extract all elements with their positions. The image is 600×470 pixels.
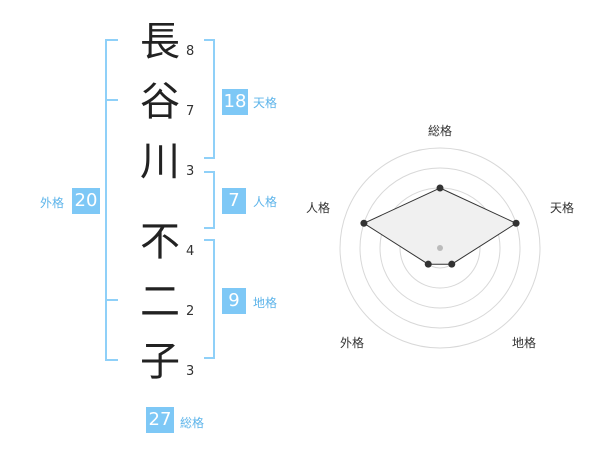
name-char-1: 長 [140, 19, 180, 65]
stroke-count-4: 4 [186, 244, 195, 259]
stroke-count-2: 7 [186, 104, 195, 119]
stroke-count-5: 2 [186, 304, 195, 319]
radar-polygon [362, 187, 518, 265]
gaikaku-label: 外格 [40, 196, 65, 210]
radar-axis-label-gaikaku: 外格 [339, 336, 364, 350]
radar-points [360, 184, 520, 268]
stroke-count-6: 3 [186, 364, 195, 379]
tenkaku-bracket [204, 39, 215, 159]
jinkaku-value-badge: 7 [222, 188, 246, 214]
gaikaku-value-badge: 20 [72, 188, 100, 214]
chikaku-value-badge: 9 [222, 288, 246, 314]
radar-point-4 [424, 260, 432, 268]
soukaku-label: 総格 [180, 416, 205, 430]
radar-axis-label-jinkaku: 人格 [305, 201, 330, 215]
stroke-count-3: 3 [186, 164, 195, 179]
name-char-5: 二 [140, 279, 180, 325]
chikaku-label: 地格 [253, 296, 278, 310]
radar-grid [339, 147, 541, 349]
name-char-2: 谷 [140, 79, 180, 125]
radar-axis-label-soukaku: 総格 [427, 124, 452, 138]
jinkaku-label: 人格 [253, 195, 278, 209]
radar-point-3 [448, 260, 456, 268]
chikaku-bracket [204, 239, 215, 359]
radar-grid-ring [339, 147, 541, 349]
name-char-4: 不 [140, 219, 180, 265]
soukaku-value-badge: 27 [146, 407, 174, 433]
radar-point-5 [360, 219, 368, 227]
radar-grid-ring [359, 167, 521, 329]
tenkaku-value-badge: 18 [222, 89, 248, 115]
radar-center-dot [437, 245, 443, 251]
radar-point-1 [436, 184, 444, 192]
radar-point-2 [512, 219, 520, 227]
jinkaku-bracket [204, 171, 215, 229]
stroke-count-1: 8 [186, 44, 195, 59]
name-char-3: 川 [140, 139, 180, 185]
gaikaku-bracket [105, 39, 118, 361]
tenkaku-label: 天格 [253, 96, 278, 110]
name-char-6: 子 [140, 339, 180, 385]
radar-axis-label-tenkaku: 天格 [549, 201, 574, 215]
radar-axis-label-chikaku: 地格 [511, 336, 536, 350]
